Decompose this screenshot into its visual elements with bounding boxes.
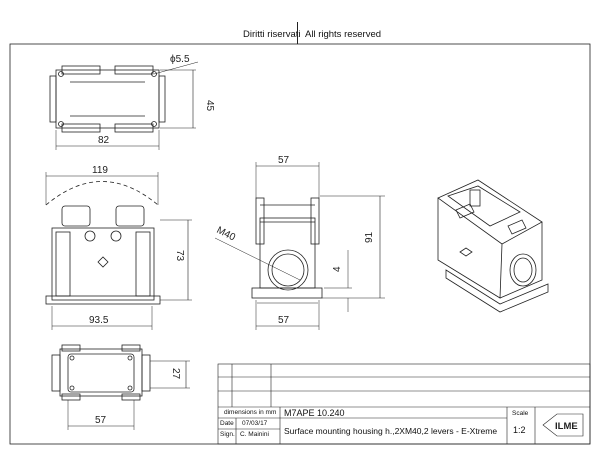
date-label: Date xyxy=(220,420,234,427)
scale-label: Scale xyxy=(512,410,529,417)
units-label: dimensions in mm xyxy=(224,409,277,416)
dim-top-height: 45 xyxy=(204,100,215,112)
rights-reserved-english: All rights reserved xyxy=(305,29,382,40)
dim-side-base-width: 57 xyxy=(278,315,290,326)
product-code: M7APE 10.240 xyxy=(284,408,345,418)
product-description: Surface mounting housing h.,2XM40,2 leve… xyxy=(284,426,498,436)
sign-label: Sign. xyxy=(220,431,235,438)
dim-thread: M40 xyxy=(215,225,238,244)
top-view xyxy=(49,61,199,150)
logo-text: ILME xyxy=(555,421,578,432)
dim-front-base: 93.5 xyxy=(89,315,109,326)
dim-top-width: 82 xyxy=(98,135,110,146)
bottom-view xyxy=(51,344,190,430)
dim-front-overall: 119 xyxy=(92,165,108,176)
scale-value: 1:2 xyxy=(513,425,526,435)
ilme-logo-shape xyxy=(542,413,584,437)
dim-bottom-height: 27 xyxy=(170,368,181,380)
sign-value: C. Mainini xyxy=(240,431,269,438)
header-divider xyxy=(297,22,298,44)
side-view xyxy=(214,162,385,330)
dim-side-top-width: 57 xyxy=(278,155,290,166)
dim-front-height: 73 xyxy=(174,250,185,262)
date-value: 07/03/17 xyxy=(242,420,268,427)
title-block xyxy=(217,363,591,445)
isometric-view xyxy=(437,179,549,313)
front-view xyxy=(45,172,192,330)
drawing-frame xyxy=(9,43,591,445)
dim-bottom-width: 57 xyxy=(95,415,107,426)
dim-hole-diameter: ϕ5.5 xyxy=(170,54,190,65)
dim-side-height: 91 xyxy=(364,231,375,243)
rights-reserved-italian: Diritti riservati xyxy=(243,29,301,40)
dim-side-base-thickness: 4 xyxy=(332,266,343,272)
